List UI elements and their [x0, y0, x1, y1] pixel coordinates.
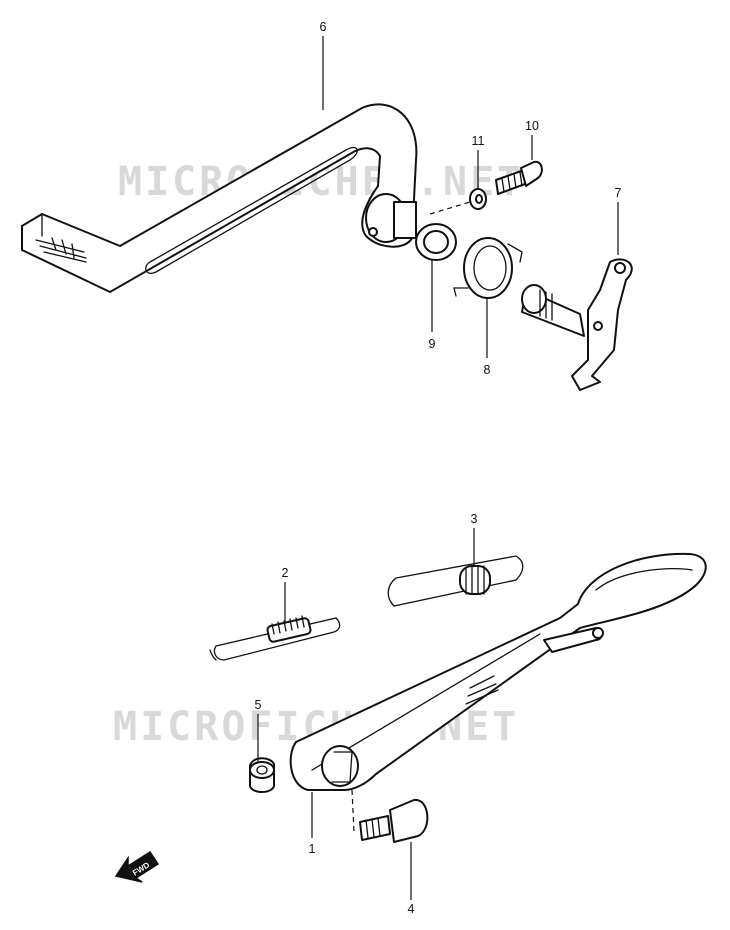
- part-8-spring: [453, 237, 523, 299]
- callout-6: 6: [320, 20, 327, 34]
- callout-4: 4: [408, 902, 415, 916]
- callout-11: 11: [472, 134, 485, 148]
- callout-10: 10: [525, 119, 539, 133]
- callout-7: 7: [615, 186, 622, 200]
- callout-2: 2: [282, 566, 289, 580]
- part-7-shift-shaft: [521, 258, 633, 391]
- part-11-nut: [469, 188, 487, 210]
- part-2-spring: [209, 615, 341, 661]
- part-9-washer: [415, 223, 457, 261]
- callout-9: 9: [429, 337, 436, 351]
- part-3-spring: [387, 555, 524, 607]
- part-5-collar: [249, 757, 275, 793]
- fwd-arrow-icon: FWD: [114, 850, 160, 883]
- callout-5: 5: [255, 698, 262, 712]
- part-6-shift-lever: [21, 103, 418, 293]
- assembly-line-4: [351, 789, 355, 833]
- part-10-bolt: [495, 160, 543, 195]
- callout-3: 3: [471, 512, 478, 526]
- part-4-pivot-bolt: [359, 799, 429, 843]
- callout-1: 1: [309, 842, 316, 856]
- assembly-line-11: [429, 201, 471, 215]
- callout-8: 8: [484, 363, 491, 377]
- part-1-side-stand: [289, 552, 707, 791]
